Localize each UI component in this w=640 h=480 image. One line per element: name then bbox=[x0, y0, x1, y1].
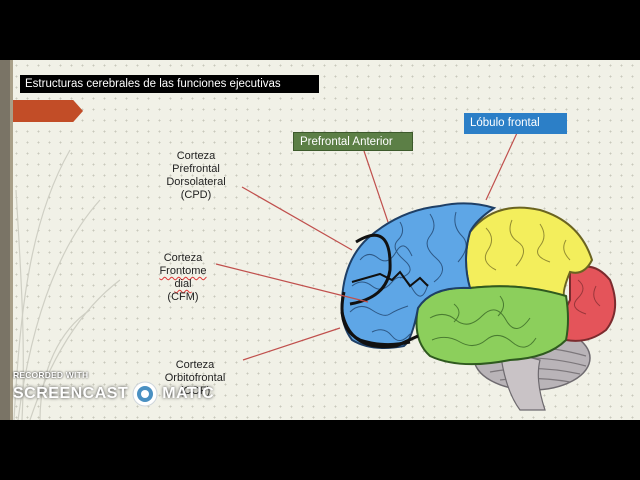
tag-lobulo-frontal: Lóbulo frontal bbox=[464, 113, 567, 134]
label-cpd-line-2: Prefrontal bbox=[156, 163, 236, 176]
watermark-brand-left: SCREENCAST bbox=[13, 385, 128, 403]
tag-prefrontal-anterior: Prefrontal Anterior bbox=[293, 132, 413, 151]
slide: Estructuras cerebrales de las funciones … bbox=[0, 60, 640, 420]
occipital-lobe bbox=[563, 267, 615, 341]
label-cpd-line-4: (CPD) bbox=[156, 189, 236, 202]
label-cpd-line-1: Corteza bbox=[156, 150, 236, 163]
screencast-logo-icon bbox=[132, 381, 158, 407]
label-cfm-line-3: dial bbox=[148, 278, 218, 291]
label-cpd: Corteza Prefrontal Dorsolateral (CPD) bbox=[156, 150, 236, 202]
label-cfm: Corteza Frontome dial (CFM) bbox=[148, 252, 218, 304]
brain-illustration bbox=[342, 203, 615, 410]
watermark-recorded-with: RECORDED WITH bbox=[13, 370, 214, 380]
watermark-brand-right: MATIC bbox=[162, 385, 214, 403]
temporal-lobe bbox=[417, 286, 569, 364]
label-cfm-line-4: (CFM) bbox=[148, 291, 218, 304]
watermark-brand: SCREENCAST MATIC bbox=[13, 381, 214, 407]
label-cfm-line-1: Corteza bbox=[148, 252, 218, 265]
label-cpd-line-3: Dorsolateral bbox=[156, 176, 236, 189]
screencast-watermark: RECORDED WITH SCREENCAST MATIC bbox=[13, 370, 214, 407]
label-cfm-line-2: Frontome bbox=[148, 265, 218, 278]
